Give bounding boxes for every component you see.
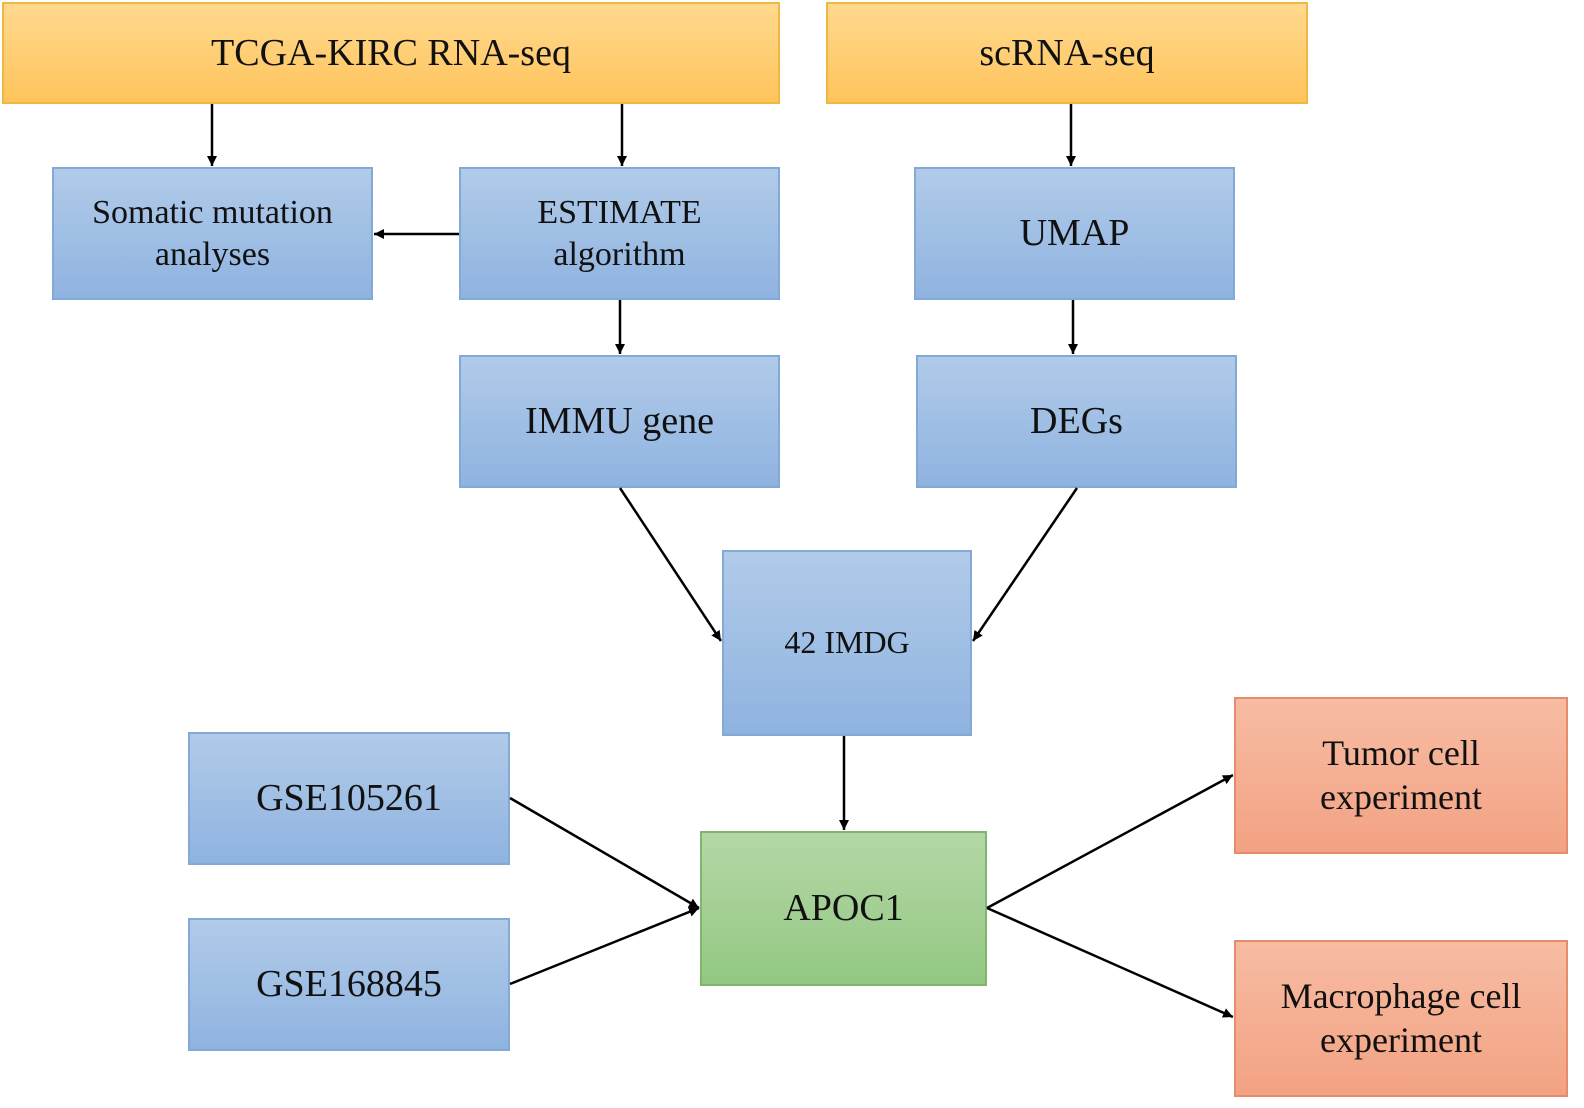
node-estimate-algorithm: ESTIMATE algorithm bbox=[459, 167, 780, 300]
arrow-degs-to-imdg bbox=[971, 487, 1079, 642]
arrow-immu-to-imdg bbox=[618, 487, 723, 642]
node-label-line: experiment bbox=[1320, 776, 1482, 817]
arrow-apoc1-to-tumor bbox=[986, 773, 1234, 910]
node-label-line: GSE105261 bbox=[256, 777, 442, 820]
node-label-line: DEGs bbox=[1030, 400, 1123, 443]
node-42-imdg: 42 IMDG bbox=[722, 550, 972, 736]
node-label-line: UMAP bbox=[1019, 212, 1130, 255]
node-label-line: TCGA-KIRC RNA-seq bbox=[211, 31, 571, 74]
node-tcga-kirc-rna-seq: TCGA-KIRC RNA-seq bbox=[2, 2, 780, 104]
node-label-line: APOC1 bbox=[783, 887, 904, 930]
arrow-gse168845-to-apoc1 bbox=[509, 906, 700, 986]
node-degs: DEGs bbox=[916, 355, 1237, 488]
node-macrophage-cell-experiment: Macrophage cell experiment bbox=[1234, 940, 1568, 1097]
node-scrna-seq: scRNA-seq bbox=[826, 2, 1308, 104]
node-label-line: algorithm bbox=[553, 235, 686, 273]
node-umap: UMAP bbox=[914, 167, 1235, 300]
node-label-line: analyses bbox=[154, 235, 271, 273]
arrow-gse105261-to-apoc1 bbox=[509, 796, 700, 910]
node-gse105261: GSE105261 bbox=[188, 732, 510, 865]
node-gse168845: GSE168845 bbox=[188, 918, 510, 1051]
node-label-line: IMMU gene bbox=[525, 400, 714, 443]
node-label-line: Somatic mutation bbox=[92, 194, 333, 232]
node-somatic-mutation-analyses: Somatic mutation analyses bbox=[52, 167, 373, 300]
node-apoc1: APOC1 bbox=[700, 831, 987, 986]
node-label-line: 42 IMDG bbox=[784, 624, 910, 661]
arrow-apoc1-to-macrophage bbox=[986, 906, 1234, 1019]
node-label-line: Macrophage cell bbox=[1280, 975, 1522, 1016]
node-label-line: scRNA-seq bbox=[979, 31, 1155, 74]
node-tumor-cell-experiment: Tumor cell experiment bbox=[1234, 697, 1568, 854]
node-label-line: experiment bbox=[1320, 1019, 1482, 1060]
node-label-line: Tumor cell bbox=[1322, 732, 1480, 773]
node-label-line: ESTIMATE bbox=[537, 194, 702, 232]
node-label-line: GSE168845 bbox=[256, 963, 442, 1006]
node-immu-gene: IMMU gene bbox=[459, 355, 780, 488]
